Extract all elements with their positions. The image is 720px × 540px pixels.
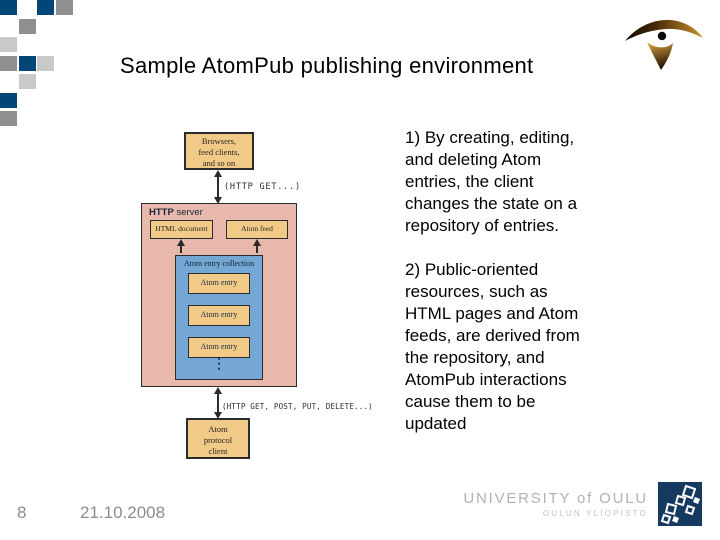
collection-label: Atom entry collection bbox=[183, 259, 255, 268]
atom-entry-box: Atom entry bbox=[188, 273, 250, 294]
page-number: 8 bbox=[17, 503, 27, 522]
decor-square bbox=[19, 56, 36, 71]
note-paragraph-1: 1) By creating, editing, and deleting At… bbox=[405, 128, 578, 235]
decor-square bbox=[19, 74, 36, 89]
atom-protocol-client-box: Atom protocol client bbox=[186, 418, 250, 459]
arrow-to-atom-feed bbox=[250, 239, 264, 255]
university-puzzle-logo-icon bbox=[658, 482, 702, 526]
notes-block: 1) By creating, editing, and deleting At… bbox=[405, 127, 610, 435]
vertical-ellipsis-icon: ⋮ bbox=[212, 357, 226, 372]
decor-square bbox=[0, 56, 17, 71]
atom-entry-box: Atom entry bbox=[188, 305, 250, 326]
note-paragraph-2: 2) Public-oriented resources, such as HT… bbox=[405, 260, 580, 433]
university-wordmark-fi: OULUN YLIOPISTO bbox=[542, 509, 648, 518]
double-arrow-top bbox=[211, 170, 225, 204]
decor-square bbox=[0, 111, 17, 126]
university-wordmark-en: UNIVERSITY of OULU bbox=[463, 490, 648, 507]
page-title: Sample AtomPub publishing environment bbox=[120, 53, 534, 78]
decor-square bbox=[0, 0, 17, 15]
double-arrow-bottom bbox=[211, 387, 225, 419]
html-document-box: HTML document bbox=[150, 220, 213, 239]
decor-square bbox=[56, 0, 73, 15]
http-methods-label: (HTTP GET, POST, PUT, DELETE...) bbox=[222, 402, 373, 411]
decor-square bbox=[37, 0, 54, 15]
slide-date: 21.10.2008 bbox=[80, 503, 166, 522]
decor-square bbox=[37, 56, 54, 71]
atom-feed-box: Atom feed bbox=[226, 220, 288, 239]
atom-entry-collection-box: Atom entry collection Atom entry Atom en… bbox=[175, 255, 263, 380]
http-get-label: (HTTP GET...) bbox=[224, 182, 301, 192]
atom-entry-box: Atom entry bbox=[188, 337, 250, 358]
bird-logo-icon bbox=[625, 19, 703, 70]
arrow-to-html-document bbox=[174, 239, 188, 255]
http-server-label: HTTP server bbox=[149, 207, 203, 218]
decor-square bbox=[0, 37, 17, 52]
decor-square bbox=[19, 19, 36, 34]
decor-square bbox=[0, 93, 17, 108]
browsers-box: Browsers, feed clients, and so on bbox=[184, 132, 254, 170]
